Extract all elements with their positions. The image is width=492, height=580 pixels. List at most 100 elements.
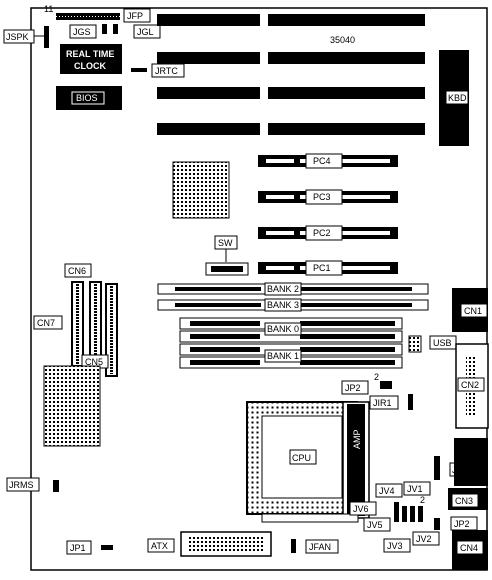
sw-dip-switch <box>205 262 249 276</box>
board-model-number: 35040 <box>330 35 355 45</box>
bios-chip-label: BIOS <box>76 93 98 103</box>
jv-pin-number: 2 <box>420 495 425 505</box>
jv-jumper-block <box>394 502 423 522</box>
jgl-label-box <box>133 24 161 39</box>
cpu-socket: CPU AMP <box>246 401 370 523</box>
jp1-label: JP1 <box>70 543 86 553</box>
jir1-header <box>408 394 413 410</box>
pci-slot-label-pc3: PC3 <box>313 192 331 202</box>
dimm-bank-2: BANK 2 <box>157 282 429 296</box>
jrtc-label: JRTC <box>155 66 178 76</box>
jp2-lower-label: JP2 <box>454 519 470 529</box>
pci-slot-pc3: PC3 <box>258 189 398 205</box>
jv3-label: JV3 <box>387 541 403 551</box>
simm-bank-0-label: BANK 0 <box>267 324 299 334</box>
jp1-label-box <box>66 540 92 555</box>
sw-label: SW <box>218 238 233 248</box>
cn7-label: CN7 <box>37 318 55 328</box>
cn1-label: CN1 <box>464 306 482 316</box>
jv4-label-box <box>375 483 403 498</box>
atx-power-connector <box>180 531 272 557</box>
jgl-header <box>113 24 118 34</box>
jrtc-header <box>131 68 147 72</box>
usb-header <box>408 335 422 353</box>
jv4-label: JV4 <box>379 486 395 496</box>
jv6-label: JV6 <box>353 504 369 514</box>
bios-chip: BIOS <box>56 86 122 110</box>
cn2-connector: CN2 <box>455 343 489 429</box>
jv6-label-box <box>349 501 377 516</box>
cn6-header <box>89 281 102 367</box>
pci-slot-pc1: PC1 <box>258 260 398 276</box>
cn7-header <box>71 281 84 367</box>
jir1-label: JIR1 <box>373 398 392 408</box>
simm-bank-0: BANK 0 <box>179 317 403 343</box>
cn4-label: CN4 <box>460 543 478 553</box>
jfp-label: JFP <box>127 11 143 21</box>
pci-slot-pc4: PC4 <box>258 153 398 169</box>
usb-label: USB <box>433 338 452 348</box>
usb-label-box <box>429 335 457 350</box>
jfan-label: JFAN <box>309 542 331 552</box>
jspk-header <box>34 26 49 48</box>
kbd-connector: KBD <box>439 50 469 146</box>
simm-bank-1-label: BANK 1 <box>267 351 299 361</box>
jfp-label-box <box>123 8 151 23</box>
dimm-bank-3: BANK 3 <box>157 298 429 312</box>
cn6-label: CN6 <box>68 266 86 276</box>
jrms-header <box>53 480 59 492</box>
jv1-label: JV1 <box>407 484 423 494</box>
jir1-label-box <box>369 395 399 410</box>
chipset-south <box>43 365 101 447</box>
chipset-north <box>172 161 230 219</box>
j1-connector <box>454 438 488 486</box>
cn3-label: CN3 <box>455 496 473 506</box>
jv3-label-box <box>383 538 411 553</box>
jv2-label-box <box>412 531 440 546</box>
cn3-connector: CN3 <box>448 488 488 510</box>
cn6-label-box <box>64 263 92 278</box>
atx-label-box <box>147 538 175 553</box>
jfan-header <box>291 539 296 553</box>
jspk-label: JSPK <box>6 32 29 42</box>
pci-slot-pc2: PC2 <box>258 225 398 241</box>
rtc-chip-line1: REAL TIME <box>66 49 114 59</box>
cpu-label: CPU <box>292 453 311 463</box>
pci-slot-label-pc4: PC4 <box>313 156 331 166</box>
jv5-label-box <box>363 517 391 532</box>
jrms-label: JRMS <box>9 480 34 490</box>
jp2-upper-jumper <box>380 381 392 389</box>
amp-label: AMP <box>352 429 362 449</box>
rtc-chip: REAL TIME CLOCK <box>60 44 122 74</box>
pci-slot-label-pc1: PC1 <box>313 263 331 273</box>
j1-header <box>434 456 440 480</box>
cn4-connector: CN4 <box>452 530 488 570</box>
cn5-header <box>105 283 118 377</box>
rtc-chip-line2: CLOCK <box>74 61 106 71</box>
jrms-label-box <box>6 477 40 492</box>
jfp-header <box>56 13 120 20</box>
jv1-label-box <box>403 481 431 496</box>
cn2-label: CN2 <box>461 380 479 390</box>
isa-slots <box>157 14 425 135</box>
atx-label: ATX <box>151 541 168 551</box>
cn5-label: CN5 <box>85 357 103 367</box>
cn1-connector: CN1 <box>452 288 488 332</box>
jp2-upper-label-box <box>341 380 369 395</box>
kbd-label: KBD <box>448 93 467 103</box>
jv5-label: JV5 <box>367 520 383 530</box>
jgs-label-box <box>69 24 97 39</box>
dimm-bank-3-label: BANK 3 <box>267 300 299 310</box>
simm-bank-1: BANK 1 <box>179 343 403 369</box>
jgs-label: JGS <box>73 27 91 37</box>
cn7-label-box <box>33 315 63 330</box>
jp1-jumper <box>101 545 113 550</box>
jp2-upper-pin-number: 2 <box>374 372 379 382</box>
jfan-label-box <box>305 539 339 554</box>
jgl-label: JGL <box>137 27 154 37</box>
pci-slot-label-pc2: PC2 <box>313 228 331 238</box>
jgs-header <box>102 24 107 34</box>
dimm-bank-2-label: BANK 2 <box>267 284 299 294</box>
jp2-upper-label: JP2 <box>345 383 361 393</box>
